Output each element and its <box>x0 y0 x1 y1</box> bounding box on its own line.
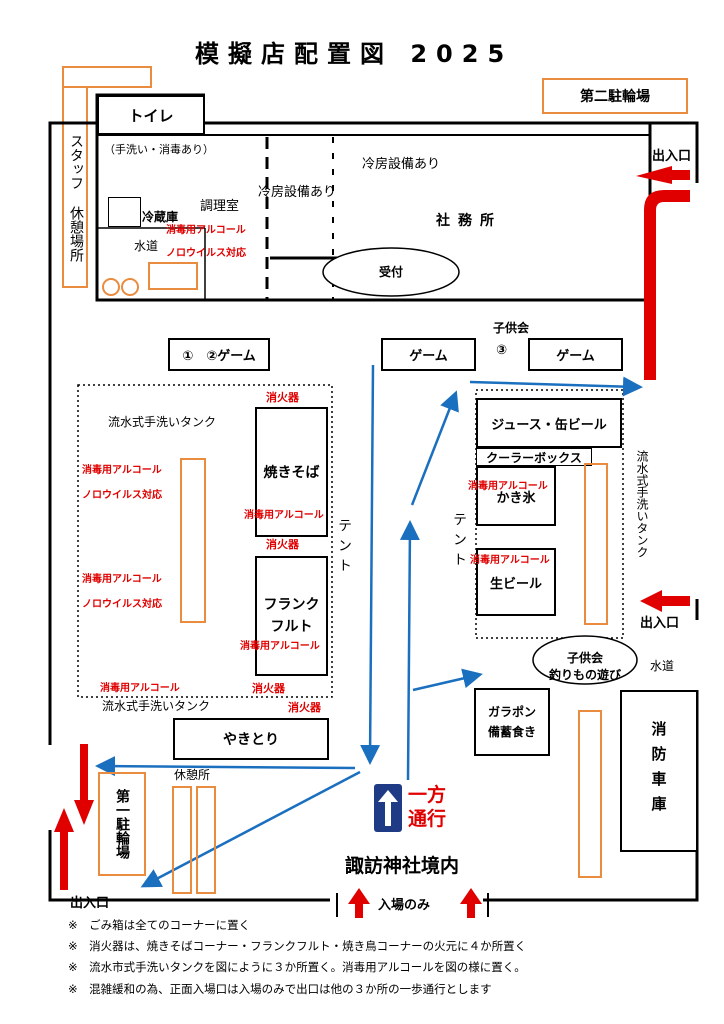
one-way-sign: 一方 通行 <box>372 782 462 834</box>
reception-label: 受付 <box>378 265 403 279</box>
fire-engine-garage: 消防車庫 <box>620 690 698 852</box>
shrine-label: 諏訪神社境内 <box>345 855 460 877</box>
garapon-booth: ガラポン 備蓄食き <box>474 688 550 756</box>
norovirus-kitchen: ノロウイルス対応 <box>166 248 246 259</box>
game-booth-right: ゲーム <box>528 338 623 371</box>
juice-beer-booth: ジュース・缶ビール <box>476 398 622 448</box>
fridge-label: 冷蔵庫 <box>142 210 179 224</box>
game-3-number: ③ <box>496 343 508 358</box>
staff-area-top <box>62 66 152 88</box>
hand-tank-left <box>180 458 206 623</box>
kitchen-note: （手洗い・消毒あり） <box>104 143 214 156</box>
game-booth-left: ゲーム <box>381 338 476 371</box>
one-way-text-2: 通行 <box>408 808 447 830</box>
extinguisher-2: 消火器 <box>266 538 299 551</box>
red-arrows <box>54 166 690 918</box>
tent-area-left <box>77 384 333 698</box>
alcohol-kitchen: 消毒用アルコール <box>166 225 246 236</box>
note-1: ※ ごみ箱は全てのコーナーに置く <box>68 918 251 932</box>
first-bicycle-parking: 第一駐輪場 <box>98 772 146 876</box>
one-way-arrow-icon <box>374 784 402 832</box>
alcohol-6: 消毒用アルコール <box>468 481 548 492</box>
reception-ellipse <box>322 247 460 297</box>
tent-label-left: テント <box>336 518 352 578</box>
hand-tank-label-1: 流水式手洗いタンク <box>108 415 217 429</box>
water-label: 水道 <box>650 659 675 673</box>
game-booth-1-2: ① ②ゲーム <box>168 338 270 371</box>
alcohol-4: 消毒用アルコール <box>240 641 320 652</box>
kids-game-label: 子供会 <box>493 321 530 335</box>
fridge-box <box>108 197 141 227</box>
hand-tank-right <box>584 463 608 625</box>
frankfurt-booth: フランク フルト <box>255 556 328 676</box>
extinguisher-3: 消火器 <box>252 682 285 695</box>
kakigori-booth: かき氷 <box>476 466 556 526</box>
yakisoba-booth: 焼きそば <box>255 407 328 537</box>
rest-area-label: 休憩所 <box>174 768 211 782</box>
staff-rest-area: スタッフ 休憩場所 <box>62 86 88 288</box>
rest-area-bench-2 <box>196 786 216 894</box>
staff-rest-label: スタッフ 休憩場所 <box>68 134 84 262</box>
kids-fishing: 子供会 釣りもの遊び <box>548 651 621 682</box>
sink-label: 水道 <box>134 239 159 253</box>
one-way-text-1: 一方 <box>408 784 447 806</box>
extinguisher-4: 消火器 <box>288 701 321 714</box>
flow-arrows <box>95 364 643 888</box>
alcohol-3: 消毒用アルコール <box>82 574 162 585</box>
extinguisher-1: 消火器 <box>266 391 299 404</box>
sink-box <box>148 262 198 290</box>
page-title: 模擬店配置図 2025 <box>195 40 514 68</box>
cooler-box: クーラーボックス <box>476 448 592 466</box>
alcohol-7: 消毒用アルコール <box>470 555 550 566</box>
second-bicycle-parking: 第二駐輪場 <box>542 78 688 114</box>
alcohol-5: 消毒用アルコール <box>100 683 180 694</box>
note-2: ※ 消火器は、焼きそばコーナー・フランクフルト・焼き鳥コーナーの火元に４か所置く <box>68 939 527 953</box>
exit-label-bottom-left: 出入口 <box>70 896 110 911</box>
note-3: ※ 流水市式手洗いタンクを図にように３か所置く。消毒用アルコールを図の様に置く。 <box>68 960 526 974</box>
tent-label-right: テント <box>451 512 467 572</box>
draft-beer-booth: 生ビール <box>476 548 556 616</box>
ac-label-2: 冷房設備あり <box>258 185 337 200</box>
toilet: トイレ <box>97 95 205 135</box>
note-4: ※ 混雑緩和の為、正面入場口は入場のみで出口は他の３か所の一歩通行とします <box>68 982 492 996</box>
hand-tank-label-3: 流水式手洗いタンク <box>635 450 649 558</box>
ac-label-1: 冷房設備あり <box>362 157 441 172</box>
entrance-only-label: 入場のみ <box>378 898 431 913</box>
alcohol-2: 消毒用アルコール <box>244 510 324 521</box>
exit-label-top-right: 出入口 <box>652 149 692 164</box>
kitchen-label: 調理室 <box>200 199 240 214</box>
rest-area-bench-1 <box>172 786 192 894</box>
yakitori-booth: やきとり <box>173 718 329 760</box>
hand-tank-label-2: 流水式手洗いタンク <box>102 699 211 713</box>
norovirus-2: ノロウイルス対応 <box>82 599 162 610</box>
office-label: 社務所 <box>436 213 502 229</box>
hand-tank-bottom-right <box>578 710 602 878</box>
exit-label-mid-right: 出入口 <box>640 616 680 631</box>
alcohol-1: 消毒用アルコール <box>82 465 162 476</box>
norovirus-1: ノロウイルス対応 <box>82 490 162 501</box>
